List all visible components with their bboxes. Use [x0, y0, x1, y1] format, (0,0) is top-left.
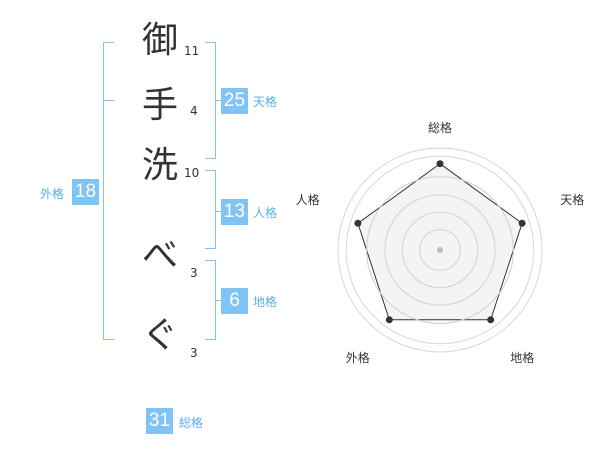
chikaku-tick — [215, 300, 221, 301]
jinkaku-tick — [215, 211, 221, 212]
radar-point-3 — [487, 316, 495, 324]
jinkaku-bracket — [205, 170, 216, 249]
chikaku-label: 地格 — [253, 295, 278, 309]
radar-point-4 — [385, 316, 393, 324]
name-char-1: 御 — [142, 20, 179, 61]
radar-ring — [345, 155, 535, 345]
soukaku-value: 31 — [146, 408, 173, 434]
radar-inner-ring — [401, 211, 479, 289]
tenkaku-value: 25 — [221, 88, 248, 114]
radar-center-dot — [437, 247, 443, 253]
radar-inner-ring — [366, 176, 514, 324]
radar-inner-ring — [384, 194, 496, 306]
stroke-count-3: 10 — [184, 166, 200, 180]
name-char-2: 手 — [142, 85, 179, 126]
jinkaku-value: 13 — [221, 199, 248, 225]
radar-point-5 — [354, 219, 362, 227]
soukaku-label: 総格 — [179, 416, 204, 430]
gaikaku-label: 外格 — [40, 187, 65, 201]
gaikaku-bracket — [103, 42, 114, 340]
stroke-count-2: 4 — [190, 104, 198, 118]
name-char-5: ぐ — [142, 315, 179, 356]
name-char-4: べ — [142, 235, 179, 276]
tenkaku-label: 天格 — [253, 95, 278, 109]
stroke-count-1: 11 — [184, 44, 200, 58]
radar-polygon — [357, 163, 523, 321]
stroke-count-5: 3 — [190, 346, 198, 360]
radar-axis-label-3: 地格 — [510, 350, 534, 365]
name-char-3: 洗 — [142, 145, 179, 186]
radar-outer-ring — [337, 147, 543, 353]
radar-point-2 — [518, 219, 526, 227]
chikaku-value: 6 — [221, 288, 248, 314]
tenkaku-tick — [215, 100, 221, 101]
stroke-count-4: 3 — [190, 266, 198, 280]
radar-axis-label-1: 総格 — [428, 120, 452, 135]
radar-axis-label-2: 天格 — [560, 192, 584, 207]
radar-axis-label-4: 外格 — [346, 350, 370, 365]
radar-inner-ring — [419, 229, 461, 271]
radar-axis-label-5: 人格 — [296, 192, 320, 207]
radar-point-1 — [436, 160, 444, 168]
gaikaku-bracket-tick — [103, 100, 114, 101]
gaikaku-value: 18 — [72, 179, 99, 205]
jinkaku-label: 人格 — [253, 206, 278, 220]
